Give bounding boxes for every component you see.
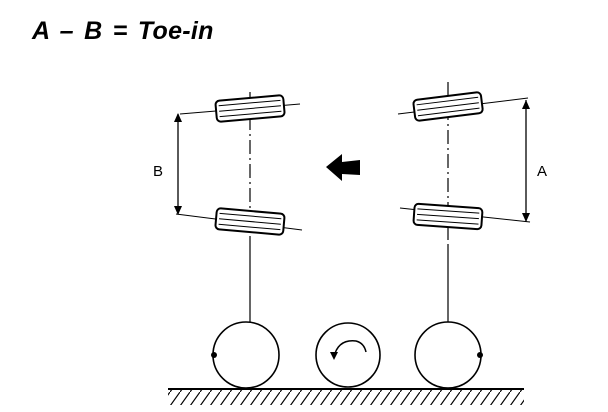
dimension-b-label: B — [153, 163, 163, 180]
dimension-b: B — [153, 113, 182, 215]
dimension-a: A — [522, 100, 547, 222]
roller-center — [315, 322, 381, 388]
left-arrow-icon — [326, 154, 360, 181]
ground — [168, 388, 524, 405]
diagram-title: A – B = Toe-in — [32, 17, 214, 45]
rotation-arrow-icon — [330, 340, 367, 360]
tyre-front-left — [179, 94, 301, 123]
tyre-front-right — [397, 91, 529, 122]
dimension-a-label: A — [537, 163, 547, 180]
tyre-rear-right — [399, 202, 531, 231]
left-axle-assembly: B — [153, 92, 303, 338]
roller-left — [211, 321, 280, 389]
right-axle-assembly: A — [397, 82, 547, 330]
tyre-rear-left — [175, 207, 303, 236]
roller-right — [414, 321, 483, 389]
